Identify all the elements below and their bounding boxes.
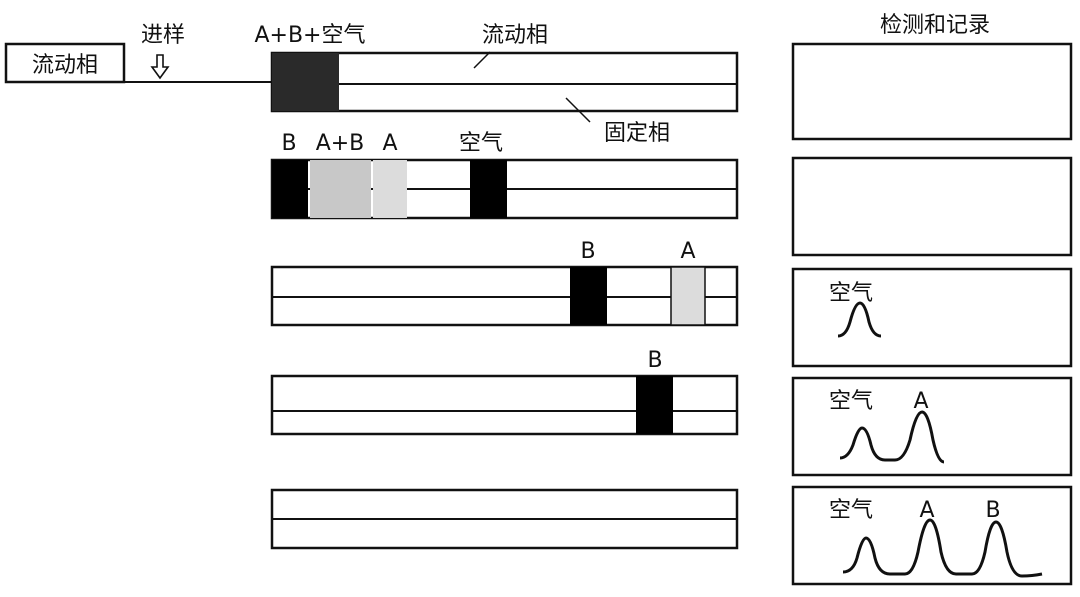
band-b xyxy=(272,160,308,218)
detect-record-label: 检测和记录 xyxy=(880,13,990,38)
mobile-phase-box xyxy=(4,42,126,84)
column-stage-5 xyxy=(270,488,739,550)
band-a-plus-b xyxy=(310,160,371,218)
recorder-panel-4 xyxy=(791,376,1073,477)
sample-label: A+B+空气 xyxy=(254,23,365,48)
air-peak xyxy=(837,301,882,338)
band-air xyxy=(470,160,507,218)
peak-b-label: B xyxy=(985,498,1000,523)
peak-air-label: 空气 xyxy=(829,389,873,414)
mobile-phase-pointer xyxy=(473,51,491,69)
column-stage-4 xyxy=(270,374,739,436)
chromatogram-air-a-b xyxy=(842,518,1043,578)
peak-air-label: 空气 xyxy=(829,281,873,306)
mobile-phase-label: 流动相 xyxy=(482,23,548,48)
recorder-panel-1 xyxy=(791,42,1073,141)
band-b-label: B xyxy=(647,348,662,373)
band-a xyxy=(670,266,706,326)
band-b-label: B xyxy=(580,239,595,264)
band-a-label: A xyxy=(680,239,695,264)
injection-arrow-icon xyxy=(150,54,170,80)
band-b xyxy=(570,267,607,325)
mobile-phase-box-label: 流动相 xyxy=(32,53,98,78)
recorder-panel-3 xyxy=(791,267,1073,368)
band-air-label: 空气 xyxy=(459,131,503,156)
injection-label: 进样 xyxy=(141,23,185,48)
peak-air-label: 空气 xyxy=(829,498,873,523)
column-1 xyxy=(270,51,739,113)
band-a xyxy=(373,160,407,218)
peak-a-label: A xyxy=(913,389,928,414)
stationary-phase-label: 固定相 xyxy=(604,121,670,146)
column-4 xyxy=(270,374,739,436)
column-stage-1 xyxy=(270,51,739,113)
column-stage-2 xyxy=(270,158,739,220)
band-a-label: A xyxy=(382,131,397,156)
stationary-phase-pointer xyxy=(565,97,591,123)
chromatogram-air-a xyxy=(839,410,945,464)
sample-band-abair xyxy=(272,53,339,111)
peak-a-label: A xyxy=(919,498,934,523)
recorder-panel-2 xyxy=(791,156,1073,257)
band-b xyxy=(636,376,673,434)
column-stage-3 xyxy=(270,265,739,327)
band-ab-label: A+B xyxy=(316,131,365,156)
band-b-label: B xyxy=(281,131,296,156)
recorder-panel-5 xyxy=(791,485,1073,586)
